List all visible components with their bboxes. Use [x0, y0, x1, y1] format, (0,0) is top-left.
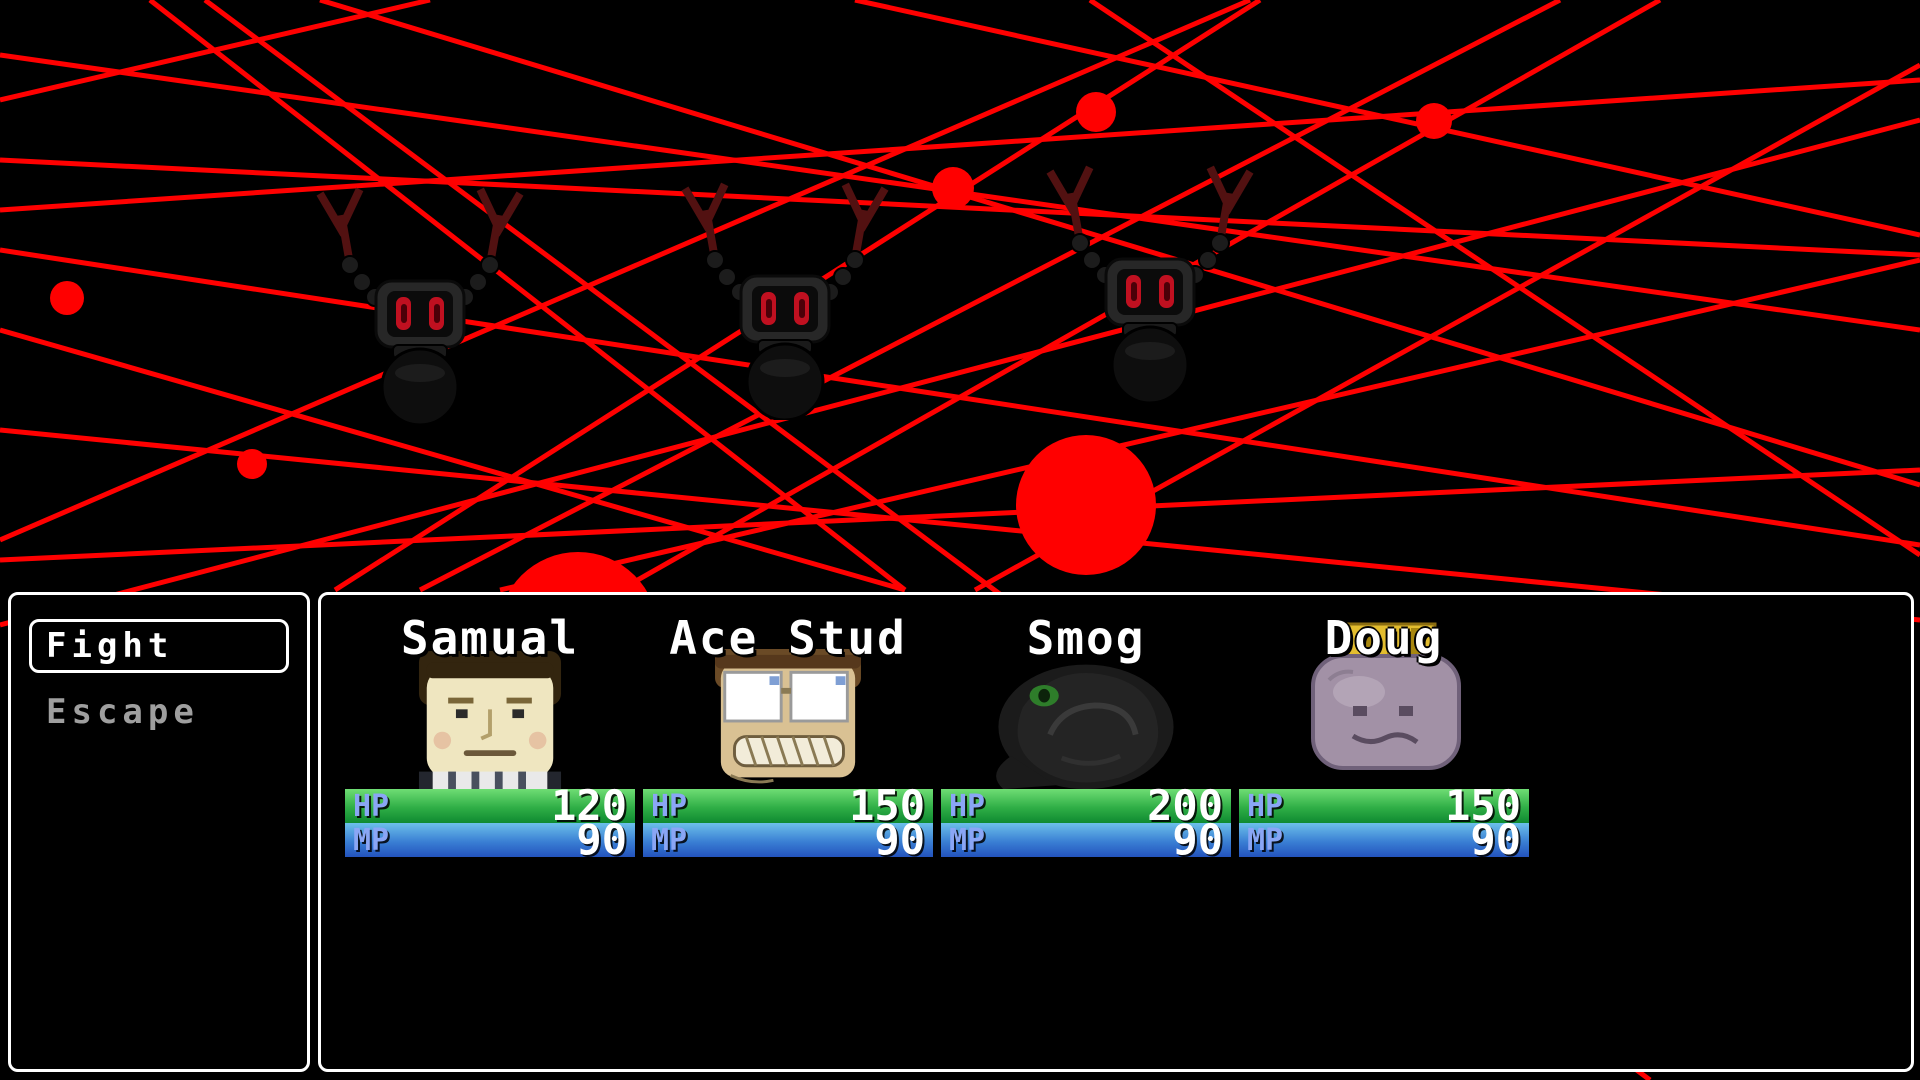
mp-gauge: MP 90	[643, 815, 933, 864]
hp-value: 150	[849, 781, 925, 830]
laser-orb	[1016, 435, 1156, 575]
command-fight[interactable]: Fight	[29, 619, 289, 673]
laser-orb	[237, 449, 267, 479]
mp-value: 90	[1172, 815, 1223, 864]
hp-value: 200	[1147, 781, 1223, 830]
command-escape[interactable]: Escape	[29, 685, 289, 739]
portrait-ace	[693, 649, 883, 793]
command-fight-label: Fight	[46, 626, 174, 666]
enemy-robot-sprite	[681, 182, 889, 422]
enemy-robot-2	[655, 180, 915, 422]
laser-beam	[854, 0, 1920, 238]
enemy-robot-sprite	[1046, 165, 1254, 405]
mp-value: 90	[1470, 815, 1521, 864]
enemy-robot-1	[290, 185, 550, 427]
laser-beam	[0, 77, 1920, 213]
mp-label: MP	[651, 822, 688, 858]
hp-value: 120	[551, 781, 627, 830]
hp-gauge: HP 150	[643, 781, 933, 830]
hp-label: HP	[949, 788, 986, 824]
hp-label: HP	[353, 788, 390, 824]
mp-label: MP	[1247, 822, 1284, 858]
mp-label: MP	[949, 822, 986, 858]
mp-gauge: MP 90	[345, 815, 635, 864]
enemy-robot-sprite	[316, 187, 524, 427]
hp-label: HP	[1247, 788, 1284, 824]
laser-beam	[0, 467, 1920, 563]
portrait-samual	[395, 649, 585, 793]
hp-gauge: HP 120	[345, 781, 635, 830]
hp-gauge: HP 200	[941, 781, 1231, 830]
laser-beam	[499, 257, 1920, 593]
hp-value: 150	[1445, 781, 1521, 830]
hp-label: HP	[651, 788, 688, 824]
laser-beam	[319, 0, 1920, 488]
enemy-robot-3	[1020, 163, 1280, 405]
laser-beam	[0, 117, 1920, 628]
mp-gauge: MP 90	[1239, 815, 1529, 864]
mp-value: 90	[576, 815, 627, 864]
portrait-smog	[991, 649, 1181, 793]
laser-orb	[50, 281, 84, 315]
command-window: Fight Escape	[8, 592, 310, 1072]
laser-orb	[1416, 103, 1452, 139]
laser-beam	[0, 327, 906, 593]
mp-value: 90	[874, 815, 925, 864]
command-escape-label: Escape	[46, 692, 199, 732]
laser-orb	[1076, 92, 1116, 132]
actor-name: Ace Stud	[669, 611, 907, 665]
laser-orb	[932, 167, 974, 209]
actor-name: Samual	[400, 611, 580, 665]
laser-beam	[148, 0, 907, 592]
actor-name: Doug	[1324, 611, 1444, 665]
actor-name: Smog	[1026, 611, 1146, 665]
mp-gauge: MP 90	[941, 815, 1231, 864]
laser-beam	[0, 427, 1920, 623]
hp-gauge: HP 150	[1239, 781, 1529, 830]
laser-beam	[1088, 0, 1920, 558]
portrait-doug	[1289, 621, 1479, 793]
mp-label: MP	[353, 822, 390, 858]
